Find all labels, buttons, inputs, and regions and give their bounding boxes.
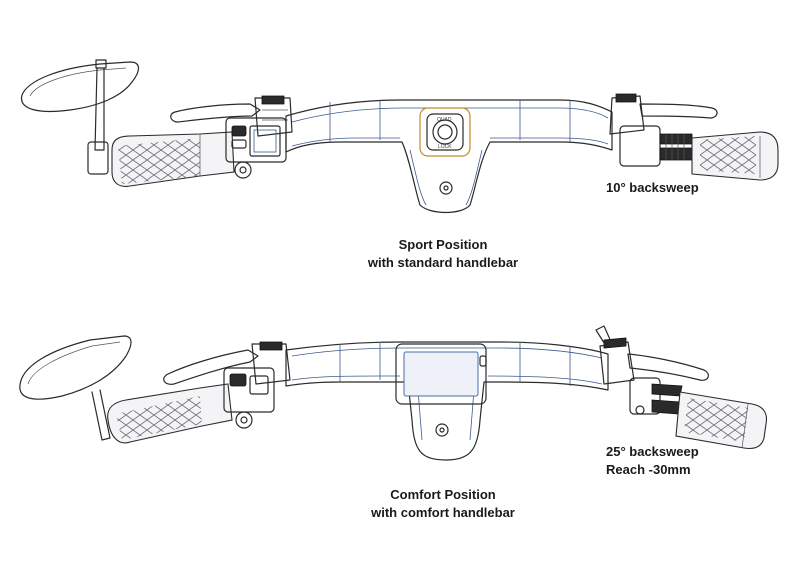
throttle-icon	[619, 125, 693, 167]
left-brake-lever-icon	[163, 341, 291, 385]
caption-subtitle: with comfort handlebar	[371, 505, 515, 520]
control-unit-icon	[225, 117, 287, 179]
display-icon	[395, 343, 487, 405]
left-grip-icon	[107, 383, 233, 444]
right-brake-lever-icon	[609, 93, 718, 135]
standard-handlebar	[285, 99, 613, 214]
left-brake-lever-icon	[170, 95, 293, 137]
comfort-handlebar	[285, 341, 609, 461]
note-line: Reach -30mm	[606, 462, 691, 477]
comfort-backsweep-note: 25° backsweep Reach -30mm	[606, 443, 699, 479]
right-brake-lever-icon	[595, 325, 709, 385]
left-grip-icon	[111, 131, 235, 187]
throttle-icon	[629, 377, 683, 415]
note-line: 10° backsweep	[606, 180, 699, 195]
right-grip-icon	[691, 131, 779, 181]
comfort-handlebar-assembly	[19, 325, 768, 461]
sport-position-caption: Sport Position with standard handlebar	[340, 236, 546, 272]
control-unit-icon	[223, 367, 275, 429]
caption-subtitle: with standard handlebar	[367, 255, 519, 270]
note-line: 25° backsweep	[606, 444, 699, 459]
caption-title: Comfort Position	[390, 487, 496, 502]
phone-mount-icon: QUAD LOCK	[419, 107, 471, 157]
mirror-icon	[21, 59, 140, 175]
mirror-icon	[19, 335, 132, 441]
comfort-position-caption: Comfort Position with comfort handlebar	[340, 486, 546, 522]
svg-text:QUAD: QUAD	[437, 117, 452, 123]
svg-text:LOCK: LOCK	[438, 144, 452, 150]
caption-title: Sport Position	[398, 237, 488, 252]
sport-backsweep-note: 10° backsweep	[606, 179, 699, 197]
right-grip-icon	[675, 391, 768, 450]
sport-handlebar-assembly: QUAD LOCK	[21, 59, 779, 214]
